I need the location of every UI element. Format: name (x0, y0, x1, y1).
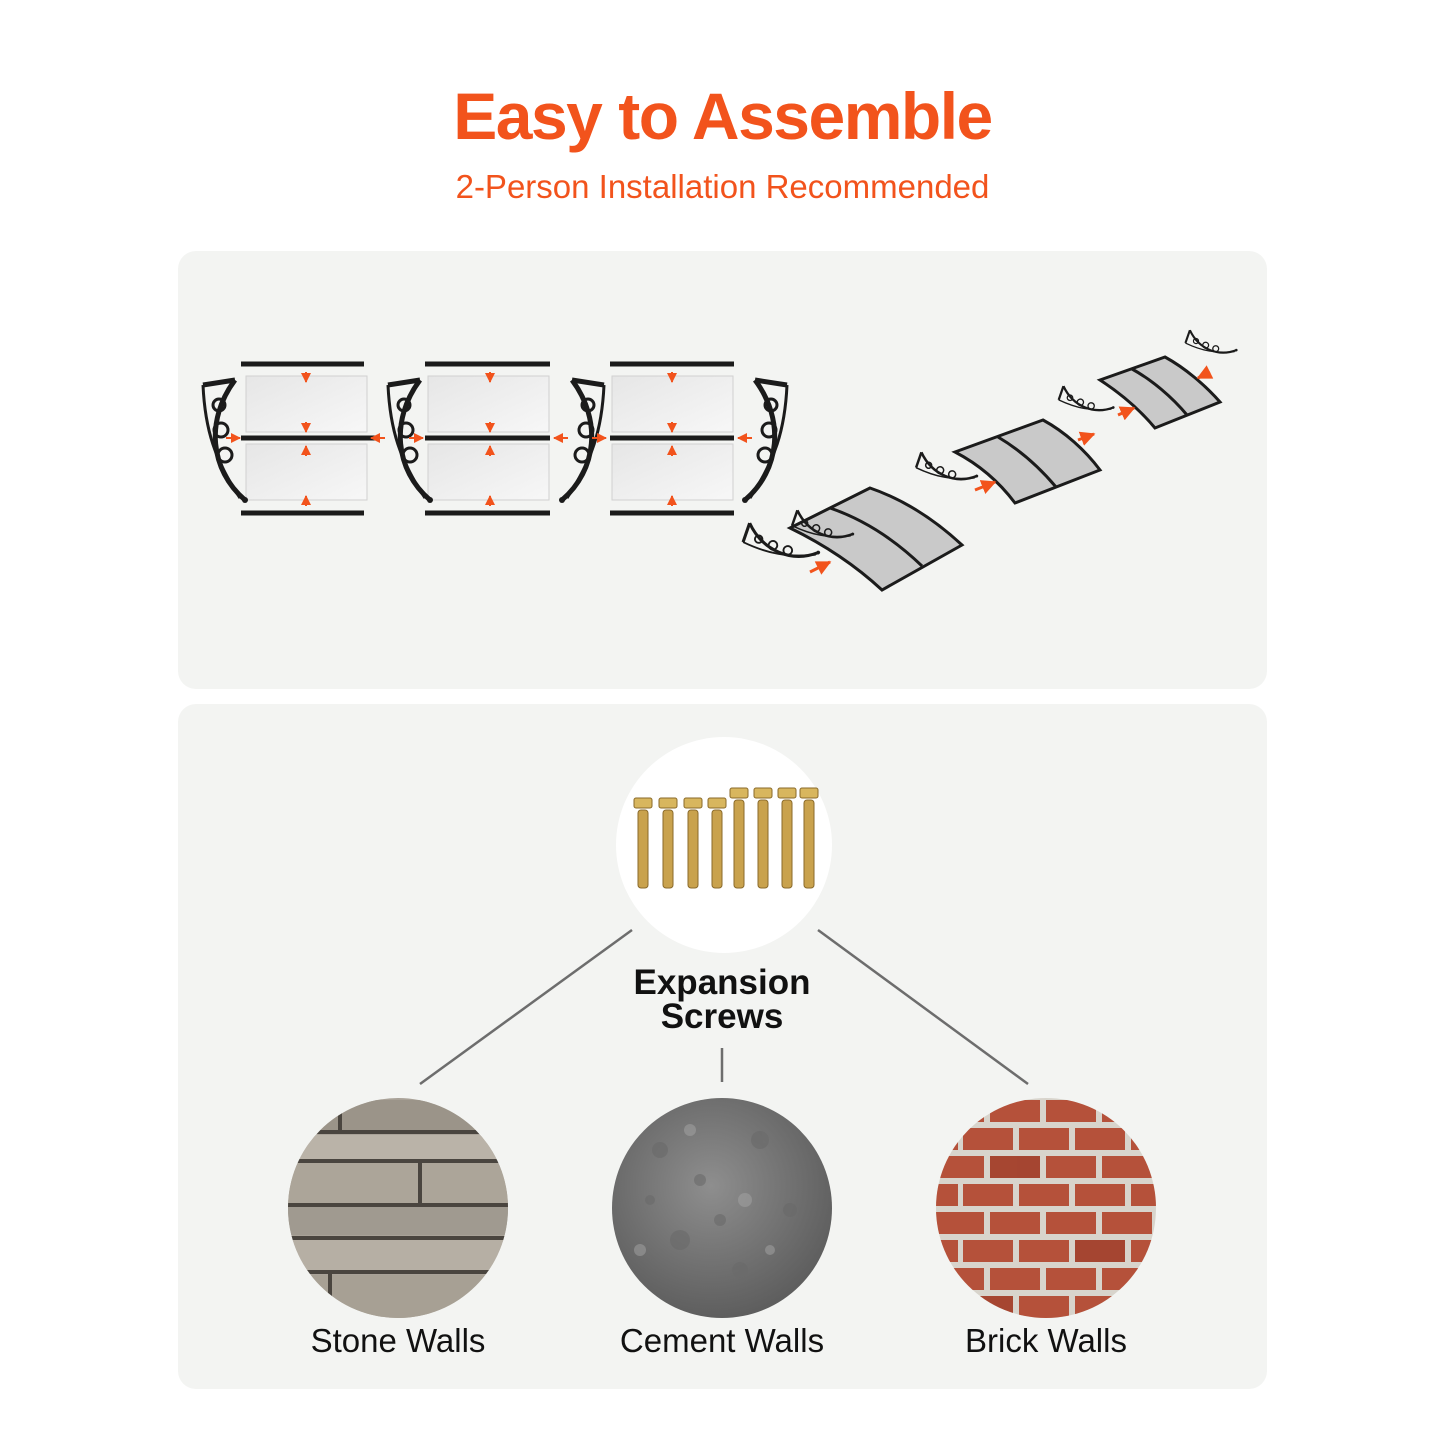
expansion-screws-label-line1: Expansion (633, 963, 811, 1002)
flat-canopy-panels (203, 361, 787, 516)
stone-walls-label: Stone Walls (310, 1322, 486, 1359)
page-title: Easy to Assemble (453, 79, 993, 153)
brick-wall-icon (936, 1098, 1156, 1318)
cement-wall-icon (612, 1098, 832, 1318)
expansion-screws-label: Expansion Screws (602, 963, 842, 1036)
stone-wall-icon (288, 1098, 508, 1318)
cement-walls-label: Cement Walls (619, 1322, 825, 1359)
expansion-screws-label-line2: Screws (660, 997, 784, 1036)
canopy-assembly-diagram (0, 324, 1240, 592)
perspective-canopy-sections (738, 324, 1240, 592)
page-subtitle: 2-Person Installation Recommended (455, 168, 990, 205)
connector-lines (419, 928, 1029, 1086)
expansion-screws-icon (616, 737, 832, 953)
brick-walls-label: Brick Walls (965, 1322, 1127, 1359)
